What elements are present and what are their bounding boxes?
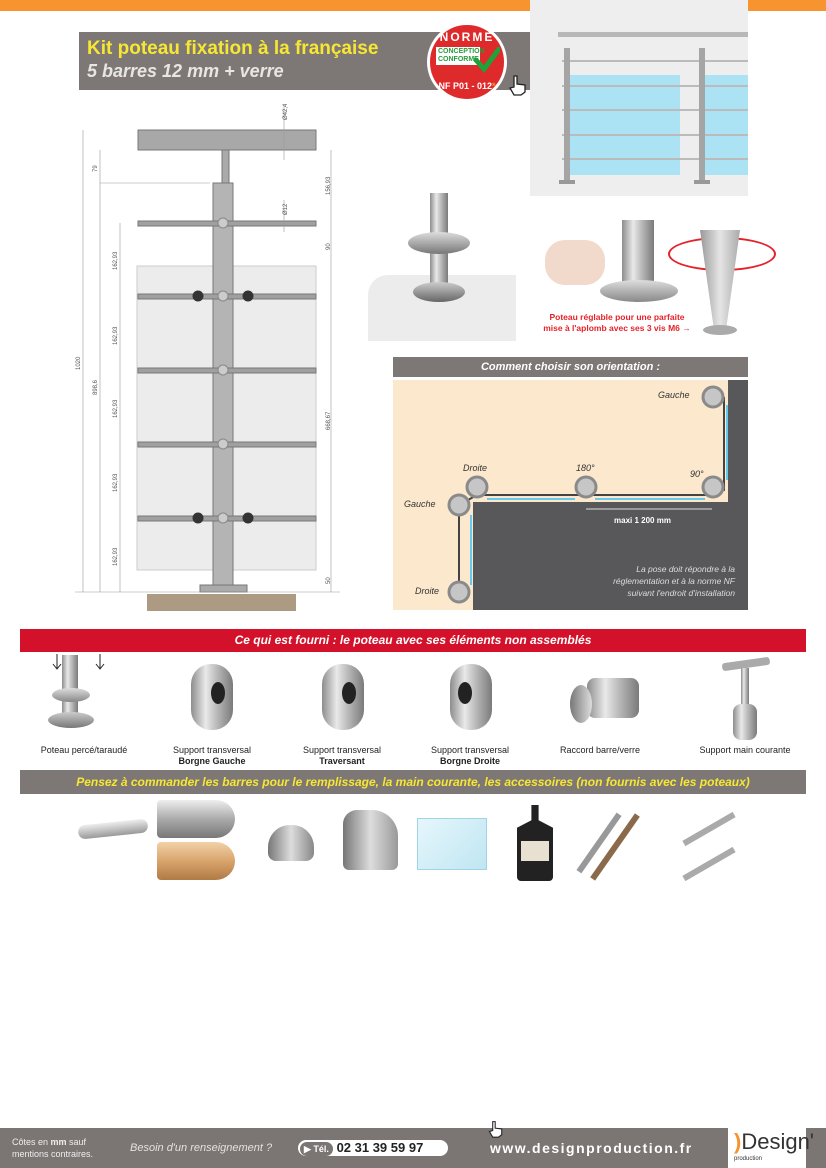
- design-production-logo: )Design'production: [728, 1128, 814, 1168]
- dim-total-height: 1020: [76, 356, 82, 370]
- page-title: Kit poteau fixation à la française: [87, 38, 379, 59]
- end-cap-image: [268, 825, 314, 861]
- page-subtitle: 5 barres 12 mm + verre: [87, 61, 284, 81]
- arrow-down-icon: [52, 654, 62, 670]
- dim-spacing-3: 162,93: [113, 399, 119, 418]
- orientation-diagram: Gauche Droite 180° 90° Gauche Droite max…: [393, 380, 748, 610]
- top-accent-bar: [0, 0, 530, 11]
- dim-156: 156,93: [326, 176, 332, 195]
- adjust-caption-line1: Poteau réglable pour une parfaite: [549, 312, 685, 322]
- support-traversant-image: [322, 664, 364, 730]
- note-line-3: suivant l'endroit d'installation: [627, 588, 735, 598]
- item-label: Support transversal: [302, 745, 382, 755]
- glue-bottle-image: [517, 805, 553, 881]
- item-label: Support main courante: [699, 745, 791, 755]
- badge-bottom-text: NF P01 - 012*: [438, 81, 496, 91]
- elbow-image: [343, 810, 398, 870]
- dim-spacing-4: 162,93: [113, 473, 119, 492]
- post-base-plate: [413, 282, 465, 302]
- note-line-2: réglementation et à la norme NF: [613, 576, 736, 586]
- label-90: 90°: [690, 469, 704, 479]
- steel-handrail-image: [157, 800, 235, 838]
- label-180: 180°: [576, 463, 595, 473]
- footer-question: Besoin d'un renseignement ?: [130, 1142, 273, 1154]
- item-sublabel: Borgne Droite: [439, 756, 500, 766]
- adjust-caption-line2: mise à l'aplomb avec ses 3 vis M6 →: [543, 323, 691, 333]
- max-span-label: maxi 1 200 mm: [614, 516, 671, 525]
- item-label: Support transversal: [172, 745, 252, 755]
- phone-link[interactable]: ▶ Tél. 02 31 39 59 97: [298, 1140, 448, 1156]
- post-item-flange: [52, 688, 90, 702]
- adjust-caption: Poteau réglable pour une parfaite mise à…: [527, 312, 707, 334]
- item-poteau: Poteau percé/taraudé: [14, 745, 154, 756]
- support-borgne-gauche-image: [191, 664, 233, 730]
- label-droite-mid: Droite: [463, 463, 487, 473]
- label-gauche-top: Gauche: [658, 390, 690, 400]
- dim-bar-diameter: Ø12: [283, 203, 289, 215]
- support-borgne-droite-image: [450, 664, 492, 730]
- raccord-disc: [570, 685, 592, 723]
- raccord-image: [587, 678, 639, 718]
- dim-spacing-5: 162,93: [113, 547, 119, 566]
- dim-spacing-1: 162,93: [113, 251, 119, 270]
- technical-drawing: Ø42,4 Ø12 1020 898,6 79 162,93 162,93 16…: [75, 103, 340, 611]
- website-link[interactable]: www.designproduction.fr: [490, 1140, 693, 1156]
- checkmark-icon: [474, 47, 500, 73]
- reminder-banner: Pensez à commander les barres pour le re…: [20, 770, 806, 794]
- bar-rod-image: [77, 818, 149, 840]
- supplied-banner: Ce qui est fourni : le poteau avec ses é…: [20, 629, 806, 652]
- dim-handrail-diameter: Ø42,4: [283, 103, 289, 120]
- item-label: Support transversal: [430, 745, 510, 755]
- glass-panel-image: [417, 818, 487, 870]
- dim-898: 898,6: [93, 379, 99, 395]
- badge-top-text: NORME: [439, 30, 495, 44]
- dim-50: 50: [326, 577, 332, 584]
- dim-90: 90: [326, 243, 332, 250]
- note-line-1: La pose doit répondre à la: [636, 564, 735, 574]
- item-label: Poteau percé/taraudé: [40, 745, 128, 755]
- post-flange: [408, 232, 470, 254]
- anchor-bolt-image: [682, 846, 736, 882]
- hand-pointer-icon: [488, 1121, 503, 1138]
- orientation-title: Comment choisir son orientation :: [393, 357, 748, 377]
- hand-image: [545, 240, 605, 285]
- arrow-down-icon: [95, 654, 105, 670]
- item-sublabel: Borgne Gauche: [178, 756, 246, 766]
- item-raccord: Raccord barre/verre: [530, 745, 670, 756]
- railing-photo: [530, 0, 748, 196]
- wood-handrail-image: [157, 842, 235, 880]
- play-icon: ▶ Tél.: [300, 1142, 333, 1156]
- badge-middle-text: CONCEPTION CONFORME: [436, 47, 485, 65]
- item-sublabel: Traversant: [319, 756, 365, 766]
- label-gauche-left: Gauche: [404, 499, 436, 509]
- top-accent-bar-right: [748, 0, 826, 11]
- hand-pointer-icon: [509, 75, 526, 96]
- railing-illustration: [558, 32, 748, 184]
- anchor-bolt-image: [682, 811, 736, 847]
- dim-glass-height: 668,67: [326, 411, 332, 430]
- orientation-panel: Comment choisir son orientation : Gauche…: [393, 357, 748, 610]
- label-droite-bottom: Droite: [415, 586, 439, 596]
- dim-spacing-2: 162,93: [113, 326, 119, 345]
- support-main-courante-stem: [741, 668, 749, 708]
- adjustable-post-photo: [622, 220, 654, 290]
- phone-number: 02 31 39 59 97: [336, 1140, 424, 1155]
- support-main-courante-body: [733, 704, 757, 740]
- norme-badge[interactable]: NORME CONCEPTION CONFORME NF P01 - 012*: [427, 22, 507, 102]
- adjustable-base-plate: [600, 280, 678, 302]
- tilting-post-base: [703, 325, 737, 335]
- item-label: Raccord barre/verre: [559, 745, 641, 755]
- dim-79: 79: [93, 165, 99, 172]
- item-support-main-courante: Support main courante: [675, 745, 815, 756]
- post-item-base: [48, 712, 94, 728]
